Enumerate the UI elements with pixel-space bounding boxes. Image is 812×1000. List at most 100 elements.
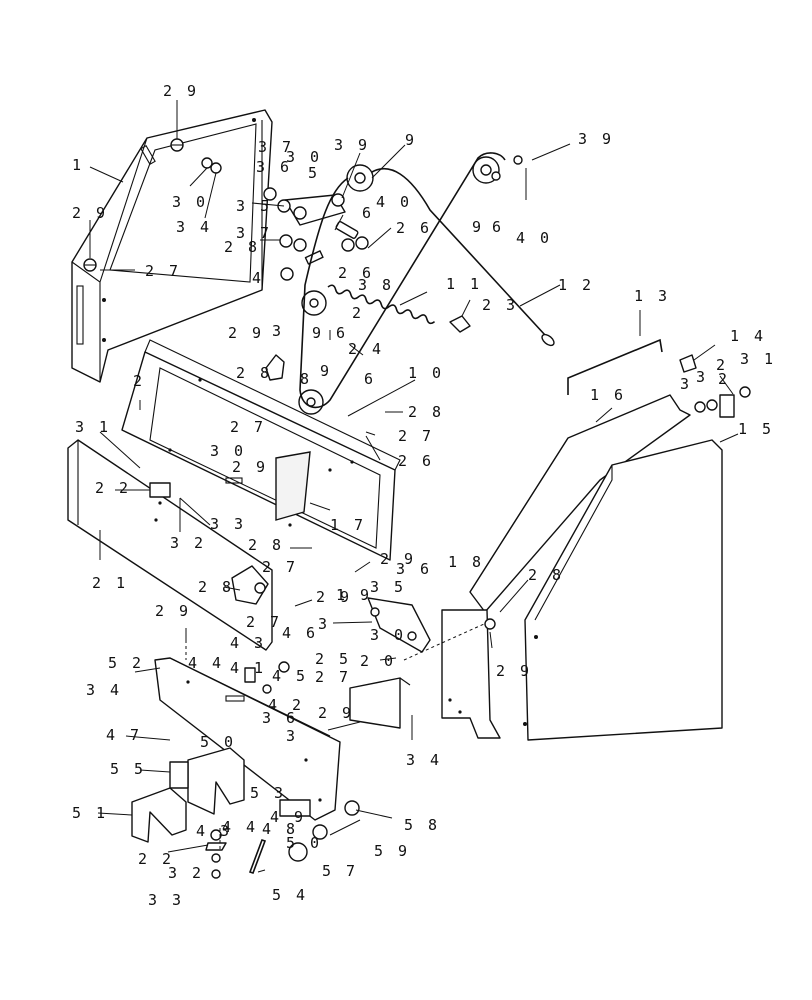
guard-50 [187, 747, 245, 815]
callout-label: 5 3 [250, 784, 286, 802]
bracket-23 [449, 315, 471, 333]
callout-label: 1 8 [448, 553, 484, 571]
bracket-52 [154, 657, 341, 821]
callout-label: 6 [364, 370, 376, 388]
callout-label: 2 2 [95, 479, 131, 497]
callout-label: 1 0 [408, 364, 444, 382]
callout-label: 2 7 [246, 613, 282, 631]
callout-label: 2 9 [496, 662, 532, 680]
callout-label: 5 4 [272, 886, 308, 904]
block-55 [169, 761, 189, 789]
callout-label: 1 1 [446, 275, 482, 293]
spring-54 [248, 838, 267, 875]
callout-label: 2 3 [482, 296, 518, 314]
callout-label: 4 3 [196, 822, 232, 840]
callout-label: 3 7 [258, 138, 294, 156]
callout-label: 4 6 [282, 624, 318, 642]
callout-label: 2 8 [236, 364, 272, 382]
pulley-9-lower [298, 389, 324, 415]
callout-label: 2 2 [138, 850, 174, 868]
callout-label: 1 2 [558, 276, 594, 294]
callout-label: 3 [286, 727, 298, 745]
callout-label: 2 7 [262, 558, 298, 576]
callout-label: 2 9 [232, 458, 268, 476]
callout-label: 3 4 [176, 218, 212, 236]
callout-label: 5 9 [374, 842, 410, 860]
callout-label: 4 3 [230, 634, 266, 652]
callout-label: 2 0 [360, 652, 396, 670]
callout-label: 2 9 [318, 704, 354, 722]
callout-label: 1 9 [336, 586, 372, 604]
callout-label: 9 [405, 131, 417, 149]
callout-label: 3 [318, 615, 330, 633]
panel-21 [67, 439, 273, 651]
callout-label: 3 4 [86, 681, 122, 699]
callout-label: 2 8 [248, 536, 284, 554]
callout-label: 4 0 [376, 193, 412, 211]
callout-label: 2 9 [316, 588, 352, 606]
callout-label: 5 8 [404, 816, 440, 834]
callout-label: 4 [252, 269, 264, 287]
callout-label: 2 1 [92, 574, 128, 592]
guard-51 [131, 787, 187, 843]
clip-14 [679, 354, 697, 373]
callout-label: 8 [300, 370, 312, 388]
callout-label: 3 [680, 375, 692, 393]
callout-label: 2 8 [408, 403, 444, 421]
callout-label: 3 4 [406, 751, 442, 769]
callout-label: 2 4 [348, 340, 384, 358]
callout-label: 5 2 [108, 654, 144, 672]
bracket-18 [441, 609, 501, 739]
callout-label: 5 0 [200, 733, 236, 751]
callout-label: 1 4 [730, 327, 766, 345]
callout-label: 2 8 [198, 578, 234, 596]
callout-label: 4 5 [272, 667, 308, 685]
bracket-3 [265, 354, 285, 381]
callout-label: 2 9 [228, 324, 264, 342]
bolt-29-left [83, 258, 97, 272]
callout-label: 3 [696, 368, 708, 386]
bracket-20 [349, 677, 411, 729]
callout-label: 2 [716, 356, 728, 374]
callout-label: 3 1 [75, 418, 111, 436]
callout-label: 2 7 [145, 262, 181, 280]
shield-panel-1 [71, 109, 273, 383]
rod-13 [567, 338, 663, 395]
callout-label: 2 6 [396, 219, 432, 237]
callout-label: 4 7 [106, 726, 142, 744]
callout-label: 3 2 [168, 864, 204, 882]
callout-label: 5 7 [322, 862, 358, 880]
callout-label: 5 0 [286, 834, 322, 852]
clamp-hardware-31 [694, 386, 751, 418]
callout-label: 1 7 [330, 516, 366, 534]
callout-label: 3 5 [370, 578, 406, 596]
callout-label: 3 6 [256, 158, 292, 176]
callout-label: 4 0 [516, 229, 552, 247]
cable-12 [299, 152, 555, 409]
bolt-44-43 [244, 661, 290, 694]
callout-label: 6 [492, 218, 504, 236]
callout-label: 1 6 [590, 386, 626, 404]
callout-label: 3 3 [210, 515, 246, 533]
panel-15 [523, 439, 723, 741]
callout-label: 4 9 [270, 808, 306, 826]
leader-lines [89, 100, 739, 873]
callout-label: 5 [308, 164, 320, 182]
callout-label: 3 3 [148, 891, 184, 909]
callout-label: 2 7 [315, 668, 351, 686]
callout-label: 3 0 [286, 148, 322, 166]
callout-label: 3 0 [172, 193, 208, 211]
callout-label: 4 4 [222, 818, 258, 836]
bracket-19 [367, 597, 431, 653]
callout-label: 2 9 [155, 602, 191, 620]
callout-label: 9 6 [312, 324, 348, 342]
callout-label: 4 2 [268, 696, 304, 714]
pin-hardware-53 [205, 829, 227, 879]
callout-label: 2 8 [528, 566, 564, 584]
pulley-9-upper [346, 164, 374, 192]
callout-label: 1 5 [738, 420, 774, 438]
callout-label: 4 4 [188, 654, 224, 672]
callout-label: 2 6 [398, 452, 434, 470]
callout-label: 3 [272, 322, 284, 340]
